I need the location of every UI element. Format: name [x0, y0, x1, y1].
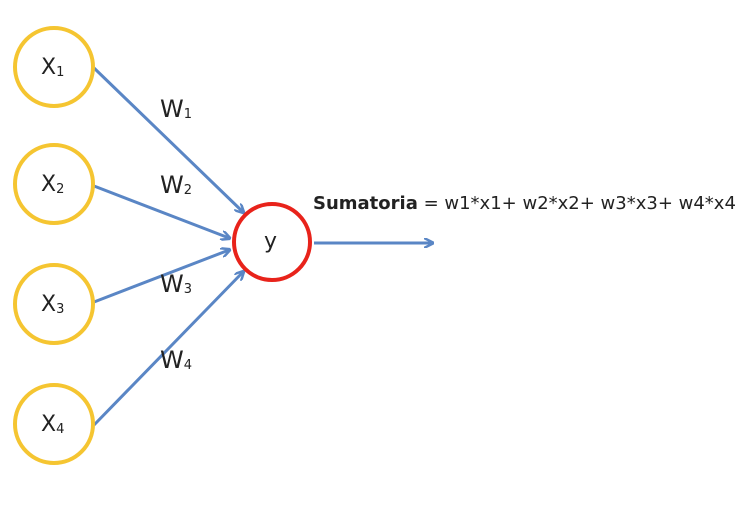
sumatoria-formula: Sumatoria = w1*x1+ w2*x2+ w3*x3+ w4*x4	[313, 193, 736, 214]
input-node-x1: X1	[13, 26, 95, 108]
formula-expression: = w1*x1+ w2*x2+ w3*x3+ w4*x4	[417, 193, 736, 214]
svg-text:X4: X4	[41, 412, 64, 437]
weight-label-w3: W3	[160, 270, 192, 298]
svg-text:y: y	[264, 229, 277, 254]
input-node-x3: X3	[13, 263, 95, 345]
input-node-x2: X2	[13, 143, 95, 225]
weight-label-w2: W2	[160, 171, 192, 199]
svg-text:X3: X3	[41, 292, 64, 317]
output-node-y: y	[232, 202, 312, 282]
svg-text:X1: X1	[41, 55, 64, 80]
weight-label-w4: W4	[160, 346, 192, 374]
edge-x4-y	[92, 272, 243, 427]
edge-x3-y	[93, 250, 229, 304]
formula-title: Sumatoria	[313, 193, 418, 214]
edge-x1-y	[92, 66, 243, 212]
svg-text:X2: X2	[41, 172, 64, 197]
input-node-x4: X4	[13, 383, 95, 465]
weight-label-w1: W1	[160, 95, 192, 123]
edge-x2-y	[93, 184, 229, 238]
